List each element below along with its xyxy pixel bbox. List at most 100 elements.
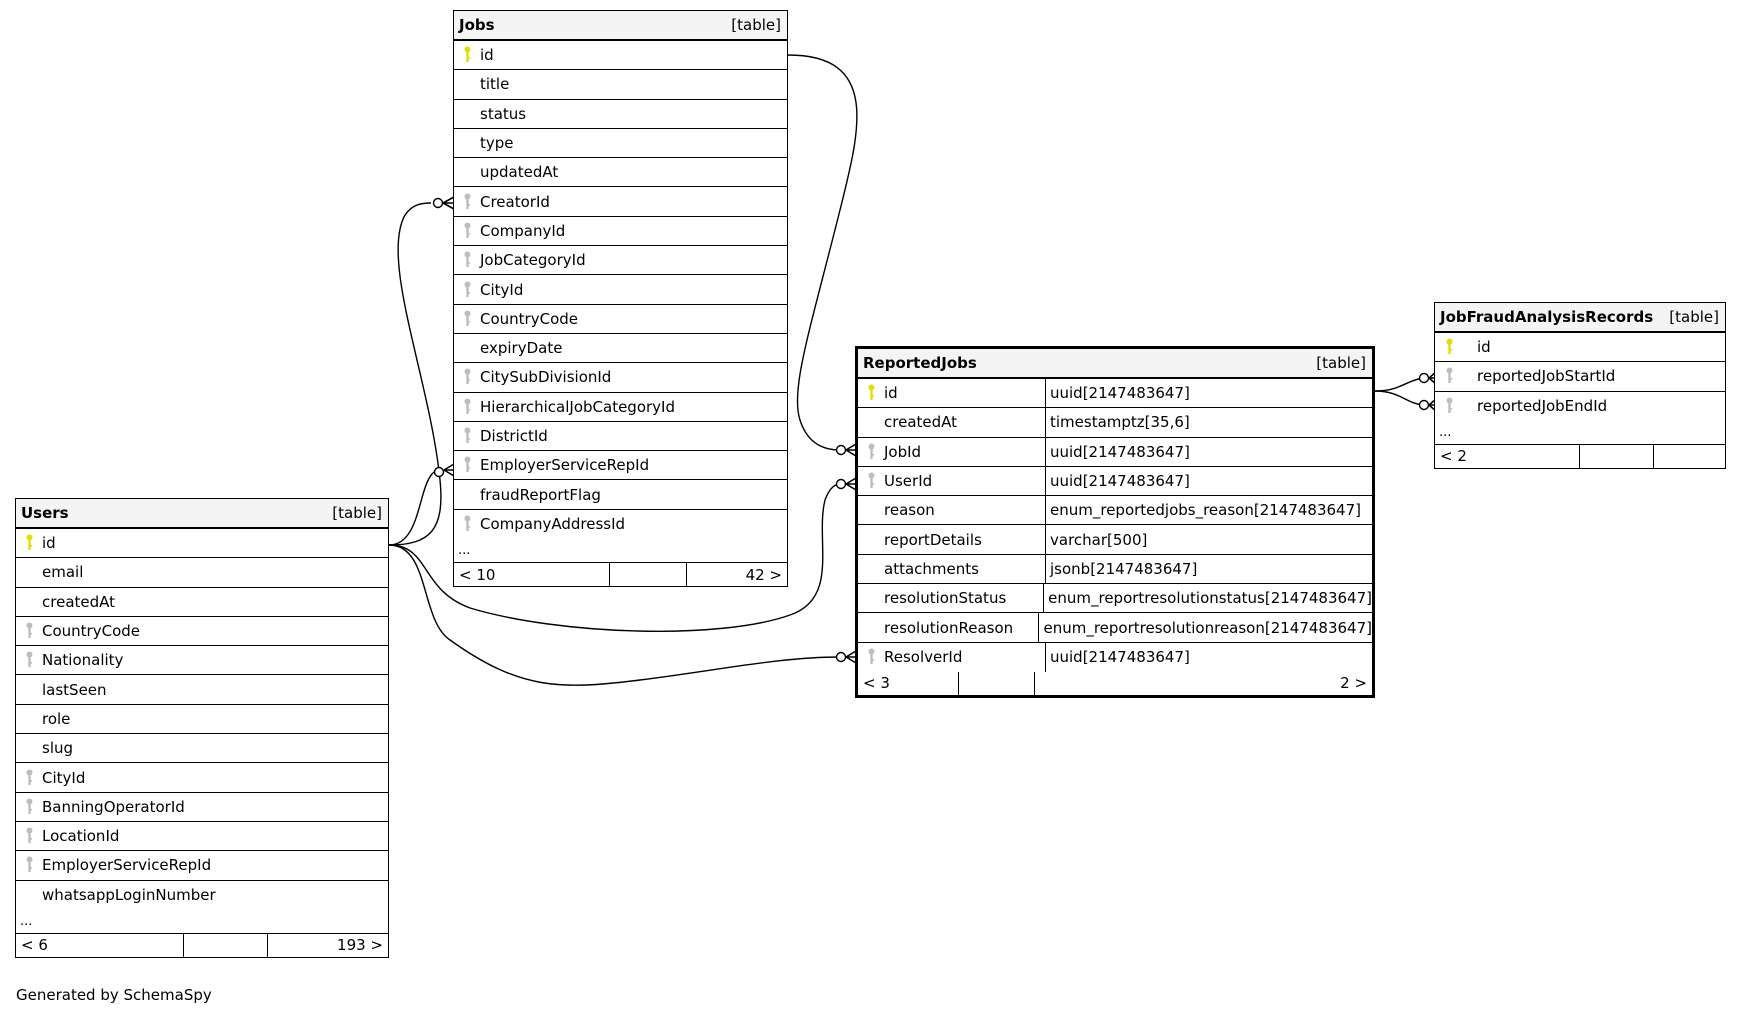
column-row[interactable]: role	[16, 705, 388, 735]
column-row[interactable]: reportedJobStartId	[1435, 362, 1725, 392]
table-header[interactable]: Users [table]	[16, 499, 388, 529]
column-name: attachments	[884, 559, 979, 578]
column-row[interactable]: CitySubDivisionId	[454, 363, 787, 393]
column-type: uuid[2147483647]	[1050, 472, 1190, 491]
generated-by-credit: Generated by SchemaSpy	[16, 986, 212, 1004]
column-name: type	[480, 134, 514, 153]
table-footer: < 2	[1435, 444, 1725, 468]
column-row[interactable]: reportedJobEndId	[1435, 392, 1725, 421]
crowfoot-zero-jfar-start	[1418, 372, 1430, 384]
children-count[interactable]	[1653, 444, 1725, 468]
column-type: varchar[500]	[1050, 530, 1148, 549]
column-row[interactable]: id	[16, 529, 388, 559]
column-name: CountryCode	[480, 309, 578, 328]
column-row[interactable]: lastSeen	[16, 675, 388, 705]
table-header[interactable]: Jobs [table]	[454, 11, 787, 41]
column-row[interactable]: CompanyId	[454, 217, 787, 247]
column-row[interactable]: fraudReportFlag	[454, 480, 787, 510]
rel-users-jobs-employerrep	[388, 469, 441, 546]
table-header[interactable]: ReportedJobs [table]	[858, 349, 1372, 379]
column-row[interactable]: createdAt	[16, 588, 388, 617]
column-type: enum_reportresolutionreason[2147483647]	[1043, 618, 1372, 637]
column-row[interactable]: slug	[16, 734, 388, 764]
crowfoot-zero-userid	[835, 478, 847, 490]
column-name: reportedJobStartId	[1477, 367, 1616, 386]
column-name: role	[42, 709, 71, 728]
parents-count[interactable]: < 6	[21, 936, 48, 955]
column-list: id reportedJobStartId reportedJobEndId	[1435, 333, 1725, 421]
table-jobfraudanalysisrecords[interactable]: JobFraudAnalysisRecords [table] id report…	[1434, 302, 1726, 469]
column-row[interactable]: HierarchicalJobCategoryId	[454, 393, 787, 422]
column-row[interactable]: whatsappLoginNumber	[16, 881, 388, 910]
column-row[interactable]: CountryCode	[16, 617, 388, 647]
column-row[interactable]: BanningOperatorId	[16, 793, 388, 822]
parents-count[interactable]: < 2	[1440, 447, 1467, 466]
column-row[interactable]: id	[454, 41, 787, 71]
column-name: CreatorId	[480, 192, 550, 211]
foreign-key-icon	[16, 622, 42, 640]
more-columns[interactable]: ...	[1435, 421, 1725, 445]
column-row[interactable]: CompanyAddressId	[454, 510, 787, 539]
children-count[interactable]: 2 >	[1034, 671, 1372, 695]
column-name: email	[42, 563, 84, 582]
column-name: Nationality	[42, 651, 124, 670]
parents-count[interactable]: < 3	[863, 674, 890, 693]
column-row[interactable]: EmployerServiceRepId	[454, 451, 787, 481]
column-row[interactable]: email	[16, 558, 388, 588]
column-row[interactable]: type	[454, 129, 787, 159]
column-row[interactable]: updatedAt	[454, 158, 787, 188]
column-type: jsonb[2147483647]	[1050, 559, 1198, 578]
column-row[interactable]: CreatorId	[454, 187, 787, 217]
column-row[interactable]: EmployerServiceRepId	[16, 851, 388, 881]
column-type: enum_reportedjobs_reason[2147483647]	[1050, 501, 1361, 520]
column-row[interactable]: CityId	[16, 763, 388, 793]
crowfoot-zero-creator	[432, 197, 444, 209]
column-row[interactable]: attachments jsonb[2147483647]	[858, 554, 1372, 585]
column-name: reportedJobEndId	[1477, 397, 1608, 416]
table-header[interactable]: JobFraudAnalysisRecords [table]	[1435, 303, 1725, 333]
column-row[interactable]: JobCategoryId	[454, 246, 787, 276]
column-name: slug	[42, 739, 74, 758]
foreign-key-icon	[16, 769, 42, 787]
column-row[interactable]: UserId uuid[2147483647]	[858, 466, 1372, 497]
children-count[interactable]: 42 >	[686, 563, 787, 587]
column-row[interactable]: LocationId	[16, 822, 388, 852]
table-kind: [table]	[1669, 308, 1719, 326]
foreign-key-icon	[16, 798, 42, 816]
column-name: CityId	[480, 280, 524, 299]
column-row[interactable]: CountryCode	[454, 305, 787, 334]
table-name: Jobs	[459, 16, 495, 34]
footer-middle	[609, 563, 686, 587]
column-row[interactable]: expiryDate	[454, 334, 787, 364]
column-name: id	[884, 384, 898, 403]
column-row[interactable]: title	[454, 70, 787, 100]
column-name: fraudReportFlag	[480, 485, 601, 504]
column-row[interactable]: Nationality	[16, 646, 388, 676]
foreign-key-icon	[454, 281, 480, 299]
more-columns[interactable]: ...	[16, 910, 388, 934]
column-row[interactable]: DistrictId	[454, 422, 787, 452]
table-footer: < 3 2 >	[858, 671, 1372, 695]
parents-count[interactable]: < 10	[459, 565, 496, 584]
column-row[interactable]: status	[454, 100, 787, 129]
column-row[interactable]: id	[1435, 333, 1725, 363]
column-name: UserId	[884, 472, 933, 491]
primary-key-icon	[1435, 338, 1463, 356]
column-name: ResolverId	[884, 648, 963, 667]
column-row[interactable]: CityId	[454, 275, 787, 305]
children-count[interactable]: 193 >	[267, 933, 388, 957]
more-columns[interactable]: ...	[454, 539, 787, 564]
column-name: CitySubDivisionId	[480, 368, 612, 387]
foreign-key-icon	[454, 310, 480, 328]
